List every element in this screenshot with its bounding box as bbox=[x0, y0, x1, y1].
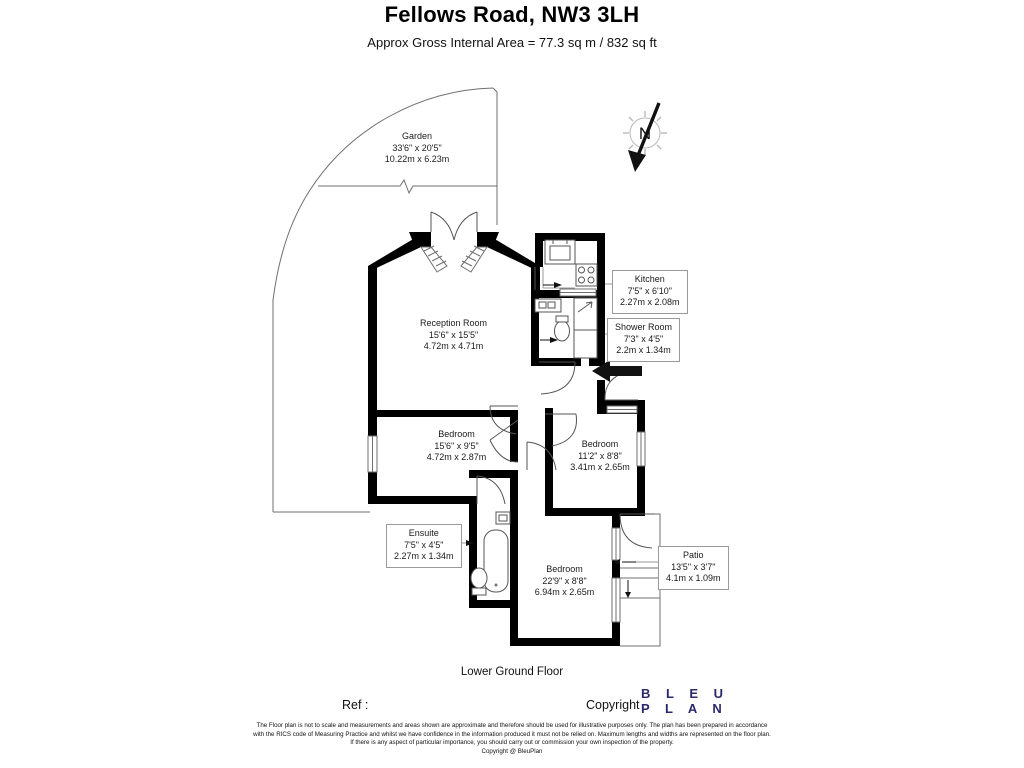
room-label-shower-room: Shower Room 7'3" x 4'5" 2.2m x 1.34m bbox=[607, 318, 681, 362]
disclaimer-line-3: If there is any aspect of particular imp… bbox=[350, 739, 674, 747]
window-hall-right bbox=[606, 405, 638, 414]
wall-bedroom1-left-lower bbox=[368, 470, 377, 504]
room-label-patio: Patio 13'5" x 3'7" 4.1m x 1.09m bbox=[658, 546, 729, 590]
compass-north-letter: N bbox=[639, 124, 651, 143]
direction-arrows bbox=[458, 282, 642, 565]
window-bedroom1-left bbox=[367, 435, 378, 473]
wall-bedroom2-left bbox=[545, 408, 553, 514]
floor-name: Lower Ground Floor bbox=[460, 666, 564, 678]
patio-direction-arrow bbox=[625, 580, 631, 598]
window-bay-right bbox=[460, 245, 488, 273]
ensuite-basin-icon bbox=[495, 511, 511, 525]
room-label-garden: Garden 33'6" x 20'5" 10.22m x 6.23m bbox=[384, 131, 450, 164]
ensuite-toilet-icon bbox=[470, 567, 488, 596]
wall-ensuite-left bbox=[469, 496, 477, 608]
room-label-reception: Reception Room 15'6" x 15'5" 4.72m x 4.7… bbox=[419, 318, 488, 351]
arrow-patio-leader bbox=[614, 559, 636, 565]
ref-label: Ref : bbox=[342, 698, 369, 712]
wall-shower-right bbox=[597, 294, 605, 366]
door-bedroom3-arc bbox=[526, 441, 557, 471]
door-ensuite-arc bbox=[476, 475, 506, 505]
disclaimer-text: The Floor plan is not to scale and measu… bbox=[0, 722, 1024, 756]
compass-ticks bbox=[623, 111, 667, 155]
door-french-left-arc bbox=[430, 211, 455, 241]
compass-rose: N bbox=[623, 102, 667, 172]
compass-circle bbox=[629, 117, 661, 149]
wall-bedroom1-left-upper bbox=[368, 410, 377, 438]
ensuite-bath-icon bbox=[483, 529, 509, 593]
disclaimer-line-4: Copyright @ BleuPlan bbox=[481, 747, 543, 755]
window-bedroom2-right bbox=[636, 431, 646, 467]
wall-bay-left-jamb bbox=[409, 232, 431, 247]
fixtures bbox=[470, 239, 598, 596]
logo-line-2: P L A N bbox=[641, 701, 728, 716]
door-french-right-arc bbox=[453, 211, 478, 241]
room-label-kitchen: Kitchen 7'5" x 6'10" 2.27m x 2.08m bbox=[612, 270, 688, 314]
wall-ensuite-bottom bbox=[469, 600, 518, 608]
wall-hall-right-upper bbox=[597, 380, 605, 406]
windows bbox=[367, 245, 646, 623]
wall-bedroom1-bottom bbox=[368, 496, 476, 504]
wall-bay-right bbox=[487, 238, 540, 272]
wall-bay-right-jamb bbox=[477, 232, 499, 247]
copyright-label: Copyright bbox=[586, 698, 640, 712]
door-swings bbox=[430, 211, 655, 549]
kitchen-hob-icon bbox=[575, 263, 598, 287]
logo-line-1: B L E U bbox=[641, 686, 729, 701]
wall-bedroom3-left bbox=[510, 514, 518, 646]
door-shower-arc bbox=[540, 361, 576, 395]
wall-bay-left bbox=[368, 238, 421, 272]
area-subtitle: Approx Gross Internal Area = 77.3 sq m /… bbox=[367, 35, 657, 50]
garden-break-line bbox=[318, 178, 497, 195]
shower-sink-icon bbox=[534, 298, 562, 313]
patio-outline bbox=[620, 513, 661, 647]
wall-hall-left-upper bbox=[510, 417, 518, 441]
compass-arrow-head bbox=[628, 150, 646, 172]
patio-area bbox=[620, 513, 661, 647]
wall-ensuite-right-upper bbox=[510, 470, 518, 504]
bleuplan-logo: B L E U P L A N bbox=[641, 686, 729, 716]
garden-area bbox=[272, 87, 498, 513]
room-label-bedroom-3: Bedroom 22'9" x 8'8" 6.94m x 2.65m bbox=[534, 564, 595, 597]
shower-cubicle-icon bbox=[573, 297, 598, 359]
wall-bedroom1-top bbox=[368, 410, 518, 417]
page-title: Fellows Road, NW3 3LH bbox=[384, 2, 640, 27]
wall-hall-entrance-top bbox=[597, 400, 645, 408]
garden-edge-right bbox=[492, 87, 498, 185]
room-label-bedroom-1: Bedroom 15'6" x 9'5" 4.72m x 2.87m bbox=[426, 429, 487, 462]
wall-kitchen-left bbox=[535, 233, 543, 267]
window-bay-left bbox=[420, 245, 448, 273]
room-label-ensuite: Ensuite 7'5" x 4'5" 2.27m x 1.34m bbox=[386, 524, 462, 568]
wall-shower-left bbox=[531, 294, 539, 366]
wall-reception-left bbox=[368, 266, 377, 416]
disclaimer-line-1: The Floor plan is not to scale and measu… bbox=[256, 722, 768, 729]
door-hall-reception-arc bbox=[489, 405, 517, 435]
wall-hall-bottom bbox=[469, 470, 518, 478]
room-label-bedroom-2: Bedroom 11'2" x 8'8" 3.41m x 2.65m bbox=[570, 439, 630, 472]
window-bedroom3-right-upper bbox=[611, 527, 621, 561]
wall-bedroom2-bottom bbox=[545, 508, 645, 516]
wall-kitchen-right bbox=[597, 233, 605, 295]
window-kitchen-right bbox=[559, 288, 597, 297]
arrow-shower-leader bbox=[540, 337, 558, 343]
disclaimer-line-2: with the RICS code of Measuring Practice… bbox=[253, 730, 771, 738]
compass-arrow-shaft bbox=[635, 102, 661, 159]
door-bedroom1-arc bbox=[489, 439, 519, 463]
door-bedroom1-leaf bbox=[489, 419, 519, 441]
wall-entrance-jamb bbox=[637, 400, 645, 412]
kitchen-sink-icon bbox=[544, 239, 576, 265]
wall-bedroom3-bottom bbox=[510, 638, 620, 646]
entrance-arrow bbox=[592, 360, 642, 382]
window-bedroom3-right-lower bbox=[611, 577, 621, 623]
wall-shower-bottom-right bbox=[589, 358, 605, 366]
arrow-kitchen-leader bbox=[543, 282, 562, 288]
wall-kitchen-top bbox=[535, 233, 605, 241]
garden-boundary-curve bbox=[272, 87, 494, 500]
shower-toilet-icon bbox=[554, 315, 570, 342]
wall-bedroom3-top-right bbox=[601, 508, 620, 516]
wall-hall-left-mid bbox=[510, 434, 518, 462]
door-patio-arc bbox=[619, 513, 653, 549]
door-bedroom2-arc bbox=[551, 413, 577, 447]
